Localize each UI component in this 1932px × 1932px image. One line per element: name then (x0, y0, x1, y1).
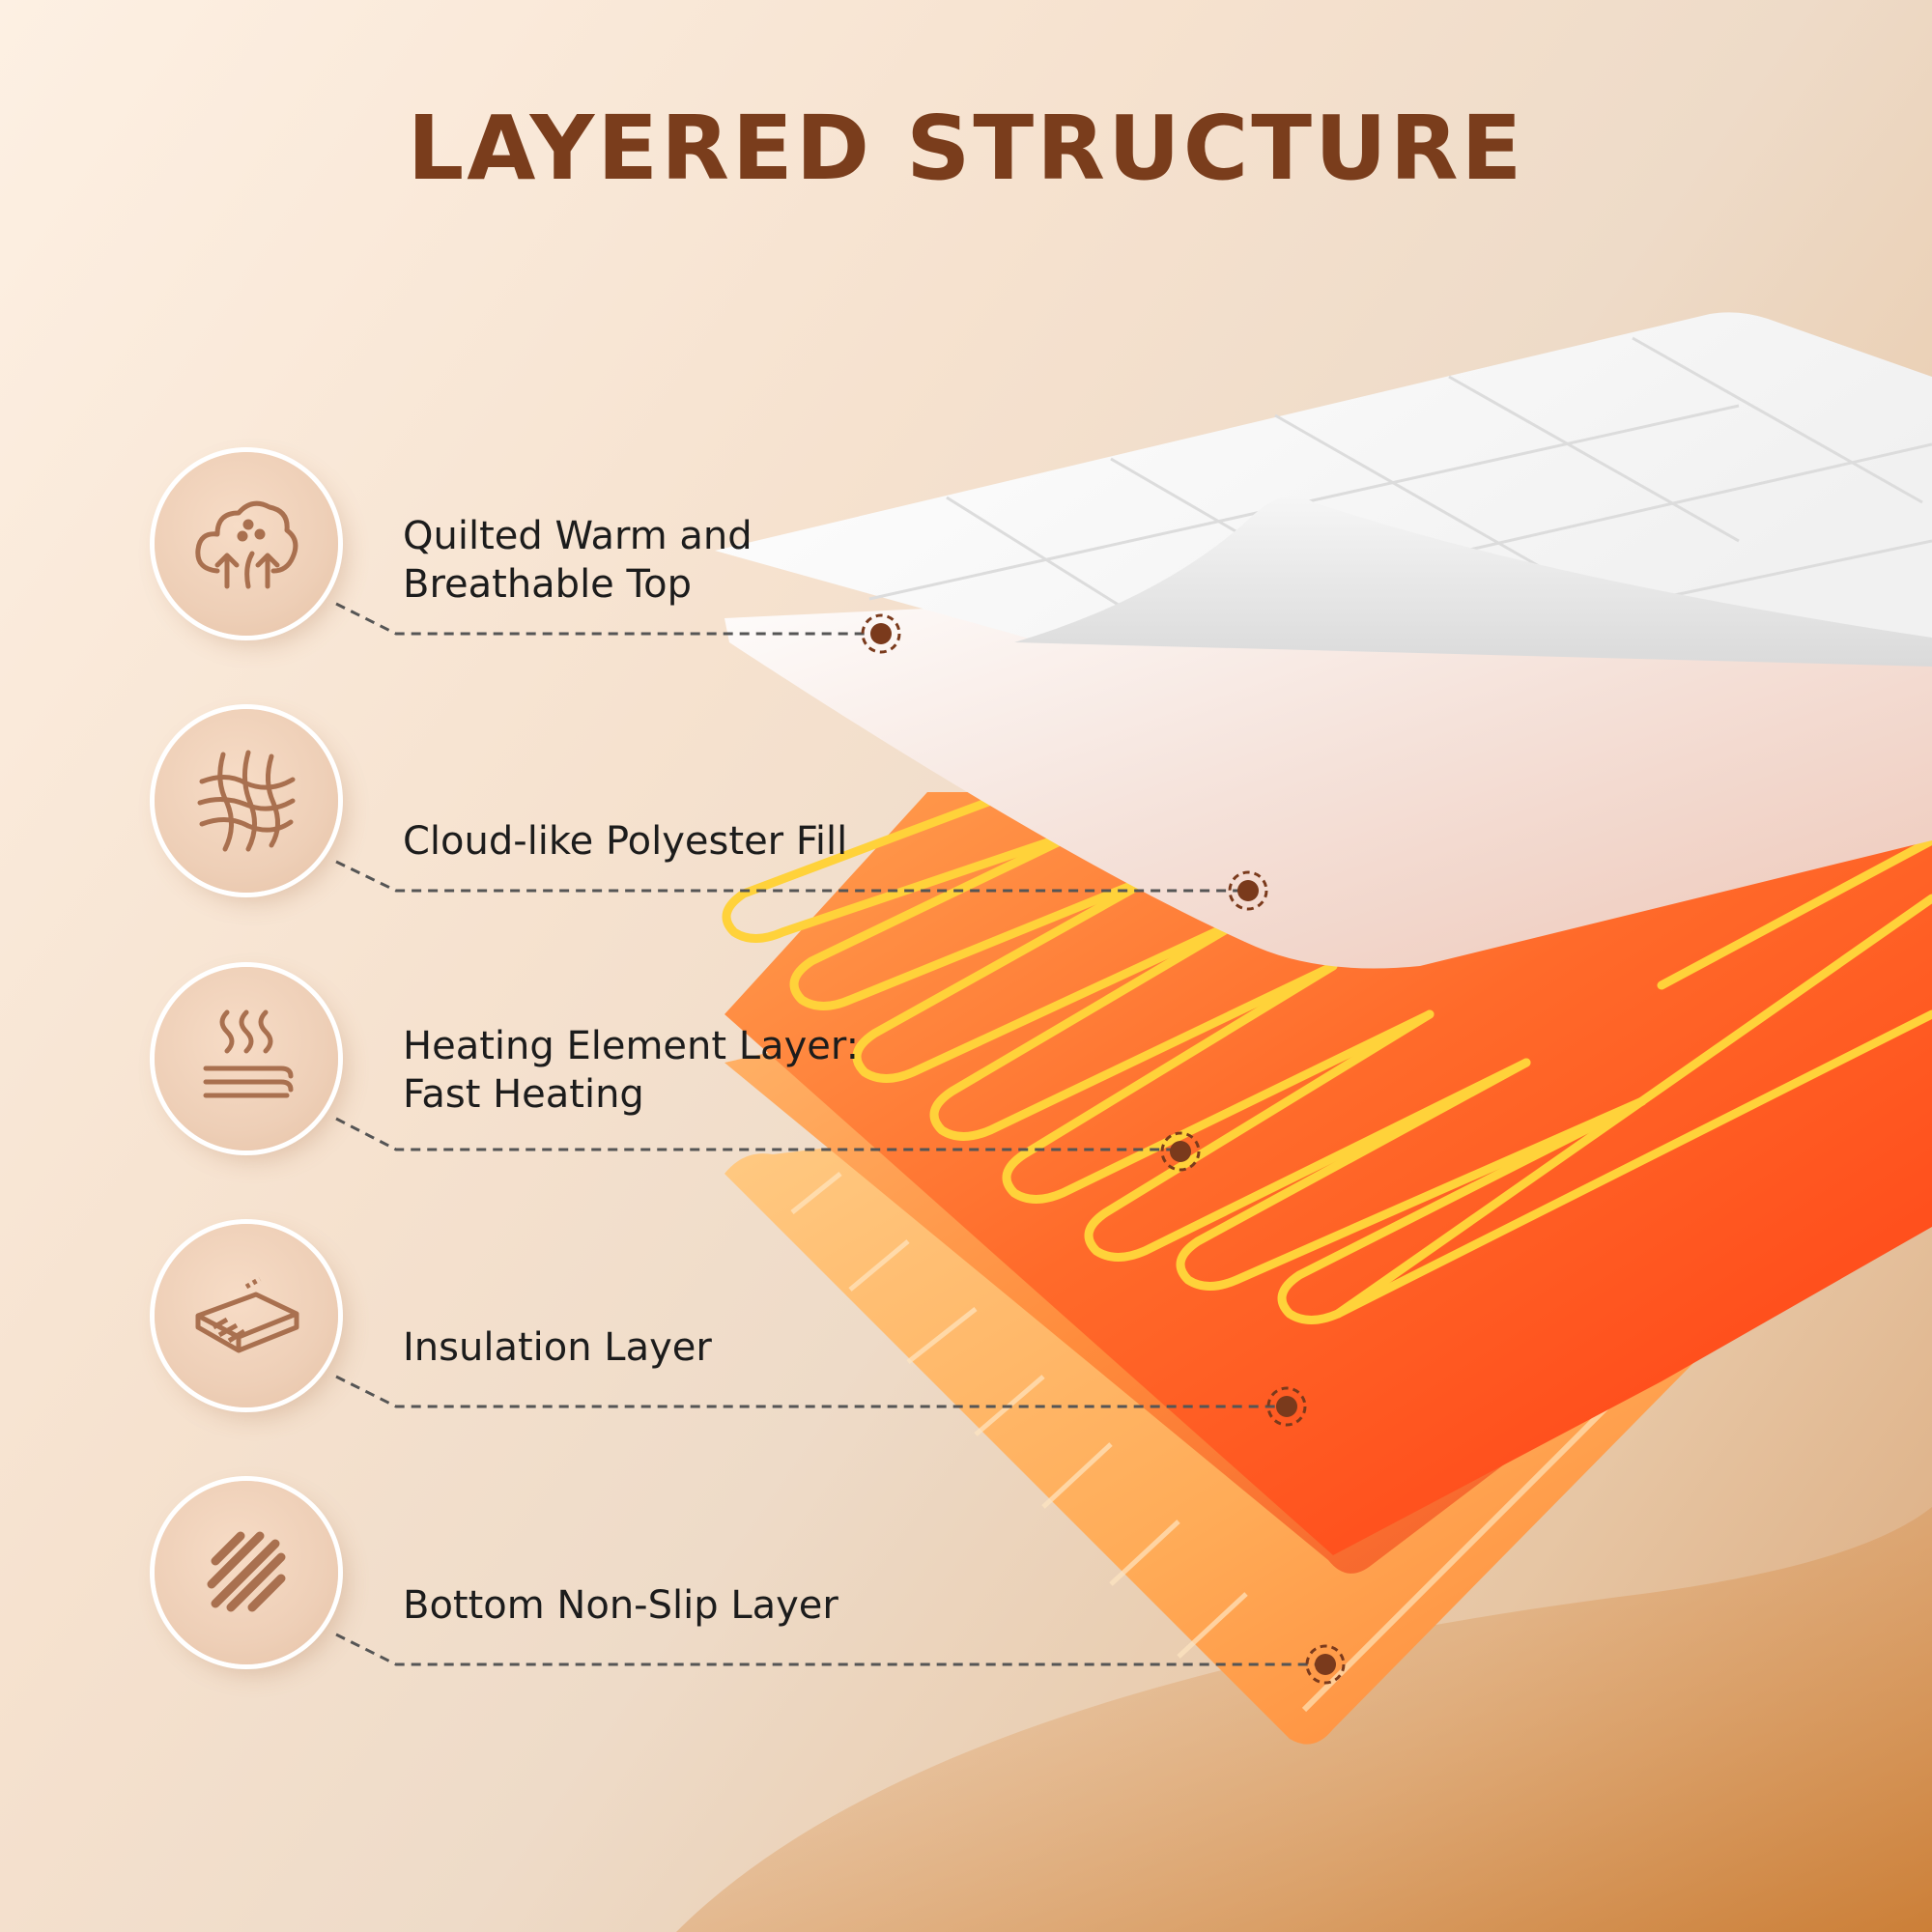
marker-5 (1305, 1644, 1346, 1685)
polyester-fill-layer (724, 560, 1932, 969)
layer-2-label: Cloud-like Polyester Fill (403, 819, 848, 864)
layer-3-icon-badge (155, 967, 338, 1151)
layer-5-label: Bottom Non-Slip Layer (403, 1583, 838, 1628)
quilted-top-layer (715, 312, 1932, 647)
layer-3-label: Heating Element Layer: Fast Heating (403, 1024, 860, 1117)
insulation-sheet-icon (195, 1276, 299, 1353)
layer-markers (861, 613, 1346, 1685)
leader-line-4 (335, 1375, 1287, 1408)
layer-1-icon-badge (155, 452, 338, 636)
bottom-layer-grip-stripes (790, 1172, 1248, 1659)
marker-1 (861, 613, 901, 654)
heating-wires (722, 787, 1932, 1324)
marker-3 (1160, 1131, 1201, 1172)
cotton-cloud-icon (195, 500, 298, 589)
leader-line-3 (335, 1117, 1180, 1151)
peeled-corner (1014, 496, 1932, 667)
layer-5-icon-badge (155, 1481, 338, 1664)
layer-2-icon-badge (155, 709, 338, 893)
leader-lines (335, 602, 1325, 1666)
layer-1-label: Quilted Warm and Breathable Top (403, 514, 753, 607)
marker-2 (1228, 870, 1268, 911)
page-title: LAYERED STRUCTURE (407, 97, 1525, 200)
marker-4 (1266, 1386, 1307, 1427)
leader-line-1 (335, 602, 881, 636)
leader-line-2 (335, 860, 1248, 893)
leader-line-5 (335, 1633, 1325, 1666)
layer-4-label: Insulation Layer (403, 1325, 712, 1370)
fiber-mesh-icon (197, 750, 296, 852)
layer-4-icon-badge (155, 1224, 338, 1407)
non-slip-stripes-icon (207, 1531, 286, 1612)
heat-waves-icon (203, 1009, 294, 1098)
